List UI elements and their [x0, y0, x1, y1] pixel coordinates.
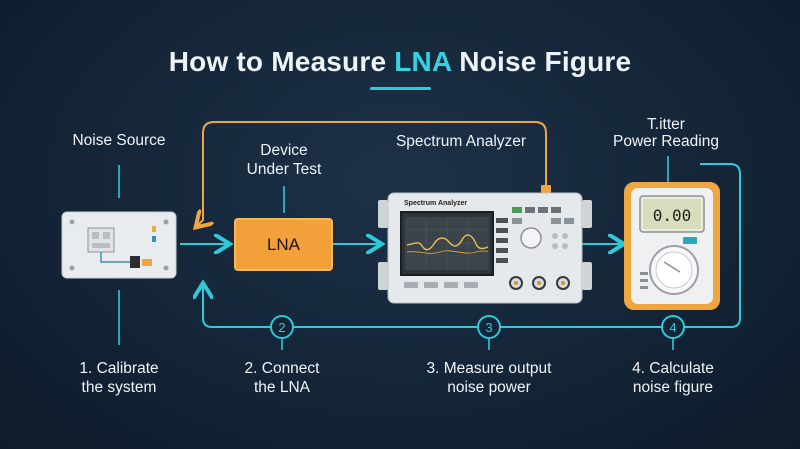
- meter-label-line1: T.itter: [647, 116, 685, 133]
- title-underline: [370, 87, 431, 90]
- power-meter-device: [624, 182, 720, 310]
- analyzer-panel-title: Spectrum Analyzer: [404, 200, 468, 207]
- step2-line1: 2. Connect: [244, 360, 320, 377]
- meter-label-line2: Power Reading: [613, 133, 719, 150]
- step-badge-3-num: 3: [485, 320, 493, 335]
- spectrum-analyzer-label: Spectrum Analyzer: [395, 133, 527, 150]
- title-text-end: Noise Figure: [451, 46, 632, 77]
- meter-display-readout: 0.00: [652, 206, 692, 225]
- step1-line2: the system: [81, 379, 157, 396]
- step1-line1: 1. Calibrate: [79, 360, 159, 377]
- feedback-line-orange: [197, 121, 551, 226]
- step3-line2: noise power: [447, 379, 531, 396]
- step4-line1: 4. Calculate: [632, 360, 714, 377]
- return-loop: [203, 163, 741, 328]
- title-text: How to Measure: [168, 46, 395, 77]
- step3-line1: 3. Measure output: [426, 360, 552, 377]
- page-title: How to Measure LNA Noise Figure: [0, 46, 800, 78]
- step-badge-4-num: 4: [669, 320, 677, 335]
- step-badge-2-num: 2: [278, 320, 286, 335]
- noise-source-device: [61, 211, 177, 279]
- step4-line2: noise figure: [632, 379, 714, 396]
- title-accent: LNA: [394, 46, 452, 77]
- spectrum-analyzer-device: [378, 192, 592, 304]
- noise-source-label: Noise Source: [72, 132, 166, 149]
- dut-label-line1: Device: [260, 142, 308, 159]
- dut-label-line2: Under Test: [246, 161, 322, 178]
- step2-line2: the LNA: [253, 379, 310, 396]
- lna-block: LNA: [234, 218, 333, 271]
- lna-label: LNA: [266, 234, 301, 254]
